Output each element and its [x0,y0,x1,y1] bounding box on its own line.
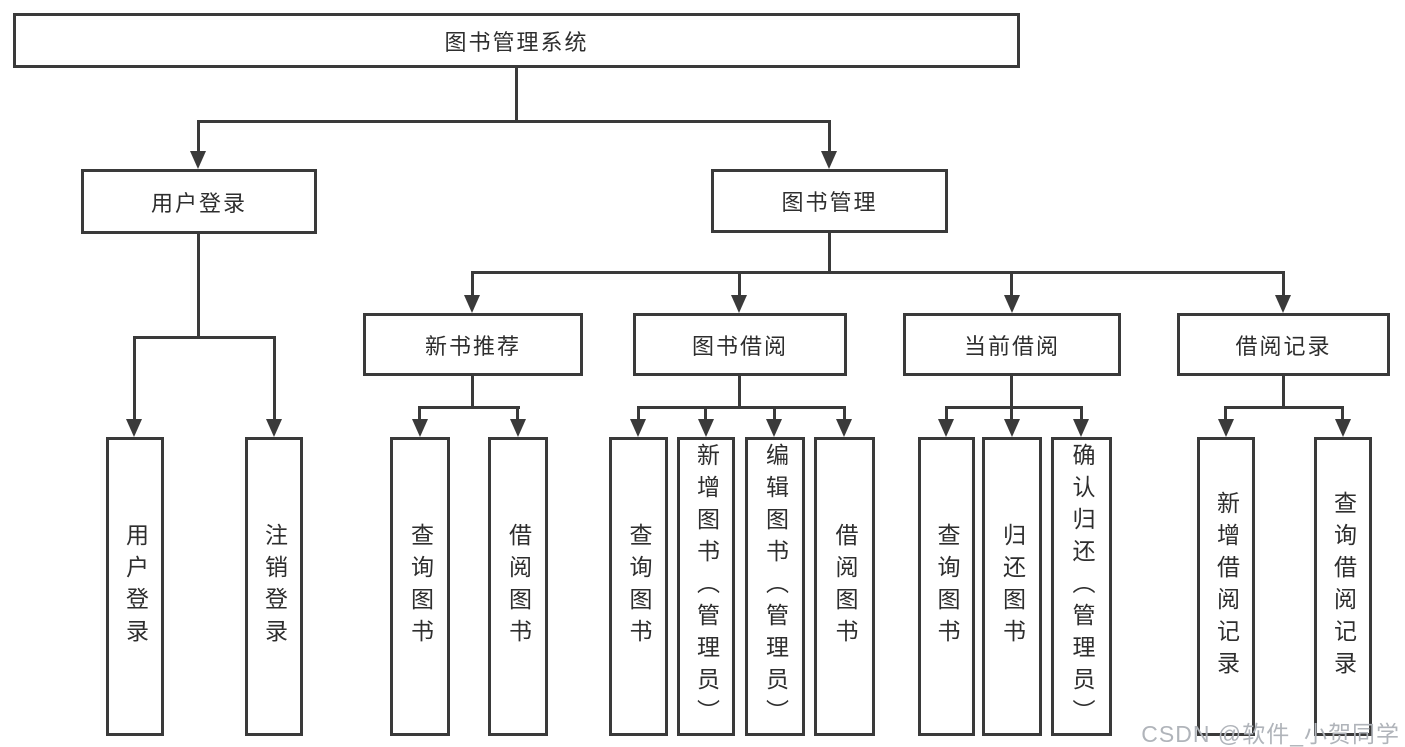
leaf-add-borrow-record: 新增借阅记录 [1197,437,1255,736]
connector-line [418,406,421,421]
connector-line [197,234,200,336]
arrowhead-icon [698,419,714,437]
connector-line [828,120,831,153]
csdn-watermark: CSDN @软件_小贺同学 [1141,721,1400,747]
arrowhead-icon [630,419,646,437]
leaf-query-book: 查询图书 [918,437,975,736]
connector-line [197,120,200,153]
node-borrow-records: 借阅记录 [1177,313,1390,376]
connector-line [419,406,520,409]
connector-line [471,271,474,297]
node-current-borrow: 当前借阅 [903,313,1121,376]
node-new-book-recommend: 新书推荐 [363,313,583,376]
connector-line [637,406,846,409]
connector-line [1282,271,1285,297]
leaf-user-login: 用户登录 [106,437,164,736]
arrowhead-icon [1335,419,1351,437]
arrowhead-icon [266,419,282,437]
connector-line [197,120,831,123]
leaf-query-book: 查询图书 [390,437,450,736]
arrowhead-icon [821,151,837,169]
arrowhead-icon [190,151,206,169]
connector-line [516,406,519,421]
connector-line [1341,406,1344,421]
leaf-logout: 注销登录 [245,437,303,736]
connector-line [1282,376,1285,407]
arrowhead-icon [1275,295,1291,313]
leaf-confirm-return-admin: 确认归还（管理员） [1051,437,1112,736]
arrowhead-icon [938,419,954,437]
arrowhead-icon [1073,419,1089,437]
connector-line [1224,406,1344,409]
arrowhead-icon [731,295,747,313]
connector-line [1080,406,1083,421]
connector-line [1224,406,1227,421]
leaf-return-book: 归还图书 [982,437,1042,736]
node-book-borrow: 图书借阅 [633,313,847,376]
node-book-management-branch: 图书管理 [711,169,948,233]
arrowhead-icon [1004,295,1020,313]
arrowhead-icon [766,419,782,437]
arrowhead-icon [510,419,526,437]
leaf-borrow-book: 借阅图书 [488,437,548,736]
leaf-borrow-book: 借阅图书 [814,437,875,736]
arrowhead-icon [126,419,142,437]
connector-line [945,406,948,421]
connector-line [1010,406,1013,421]
connector-line [637,406,640,421]
node-user-login-branch: 用户登录 [81,169,317,234]
arrowhead-icon [1218,419,1234,437]
arrowhead-icon [836,419,852,437]
connector-line [738,271,741,297]
leaf-query-borrow-record: 查询借阅记录 [1314,437,1372,736]
connector-line [471,271,1285,274]
connector-line [471,376,474,407]
connector-line [704,406,707,421]
arrowhead-icon [412,419,428,437]
arrowhead-icon [464,295,480,313]
connector-line [843,406,846,421]
connector-line [828,233,831,271]
connector-line [773,406,776,421]
leaf-edit-book-admin: 编辑图书（管理员） [745,437,805,736]
connector-line [1010,376,1013,407]
connector-line [945,406,1083,409]
connector-line [515,68,518,120]
leaf-add-book-admin: 新增图书（管理员） [677,437,735,736]
connector-line [134,336,276,339]
connector-line [273,336,276,421]
connector-line [133,336,136,421]
connector-line [1010,271,1013,297]
arrowhead-icon [1004,419,1020,437]
connector-line [738,376,741,407]
leaf-query-book: 查询图书 [609,437,668,736]
node-library-management-system: 图书管理系统 [13,13,1020,68]
